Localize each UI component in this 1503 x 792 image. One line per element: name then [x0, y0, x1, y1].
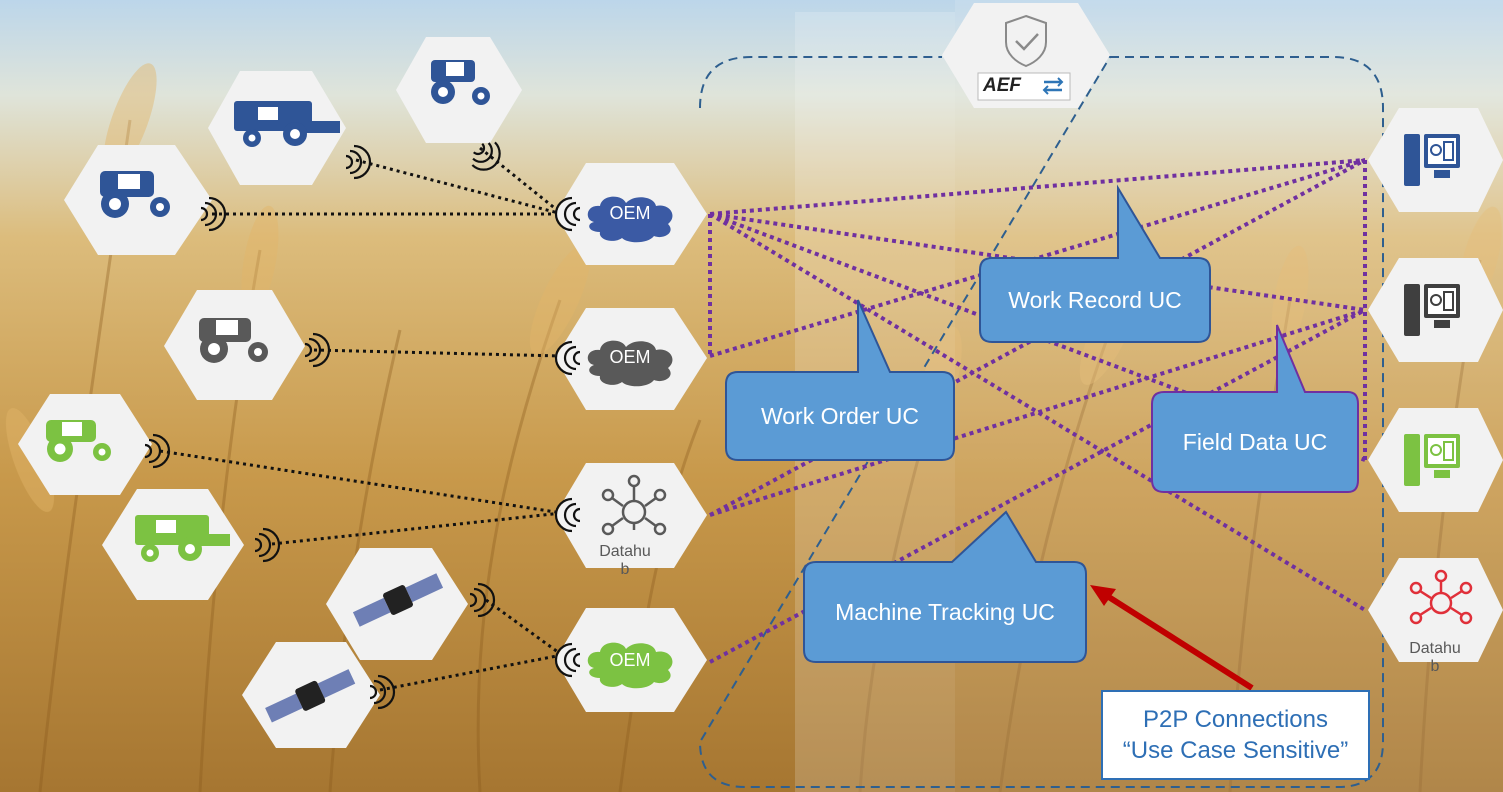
p2p-note-box: P2P Connections “Use Case Sensitive” [1101, 690, 1370, 780]
hub-icon [1409, 569, 1473, 625]
combine-icon [208, 71, 346, 185]
machine-links [159, 146, 563, 692]
tractor-icon [164, 290, 305, 400]
combine-icon [102, 489, 244, 600]
aef-domain-boundary [698, 56, 1384, 788]
machine-hexagons [18, 37, 522, 748]
callout-field-data [1151, 324, 1359, 493]
use-case-callouts [725, 184, 1359, 663]
cloud-icon [587, 196, 673, 243]
aef-badge [942, 3, 1110, 108]
tractor-icon [396, 37, 522, 143]
computer-icon [1404, 284, 1460, 336]
callout-work-record [979, 184, 1211, 343]
hub-icon [601, 474, 667, 536]
satellite-icon [242, 642, 380, 748]
right-endpoints [1368, 108, 1503, 662]
shield-check-icon [1005, 14, 1047, 68]
computer-icon [1404, 134, 1460, 186]
p2p-note-line1: P2P Connections [1142, 706, 1328, 733]
computer-icon [1404, 434, 1460, 486]
p2p-note-line2: “Use Case Sensitive” [1122, 737, 1349, 764]
datahub-node-left [555, 463, 707, 568]
pointer-arrow [1090, 585, 1254, 691]
callout-machine-tracking [803, 510, 1087, 663]
callout-work-order [725, 299, 955, 461]
tractor-icon [64, 145, 212, 255]
cloud-icon [587, 642, 673, 689]
aef-badge-label: AEF [983, 75, 1021, 96]
tractor-icon [18, 394, 152, 495]
satellite-icon [326, 548, 468, 660]
oem-hexagons [554, 163, 707, 712]
cloud-icon [587, 340, 673, 387]
